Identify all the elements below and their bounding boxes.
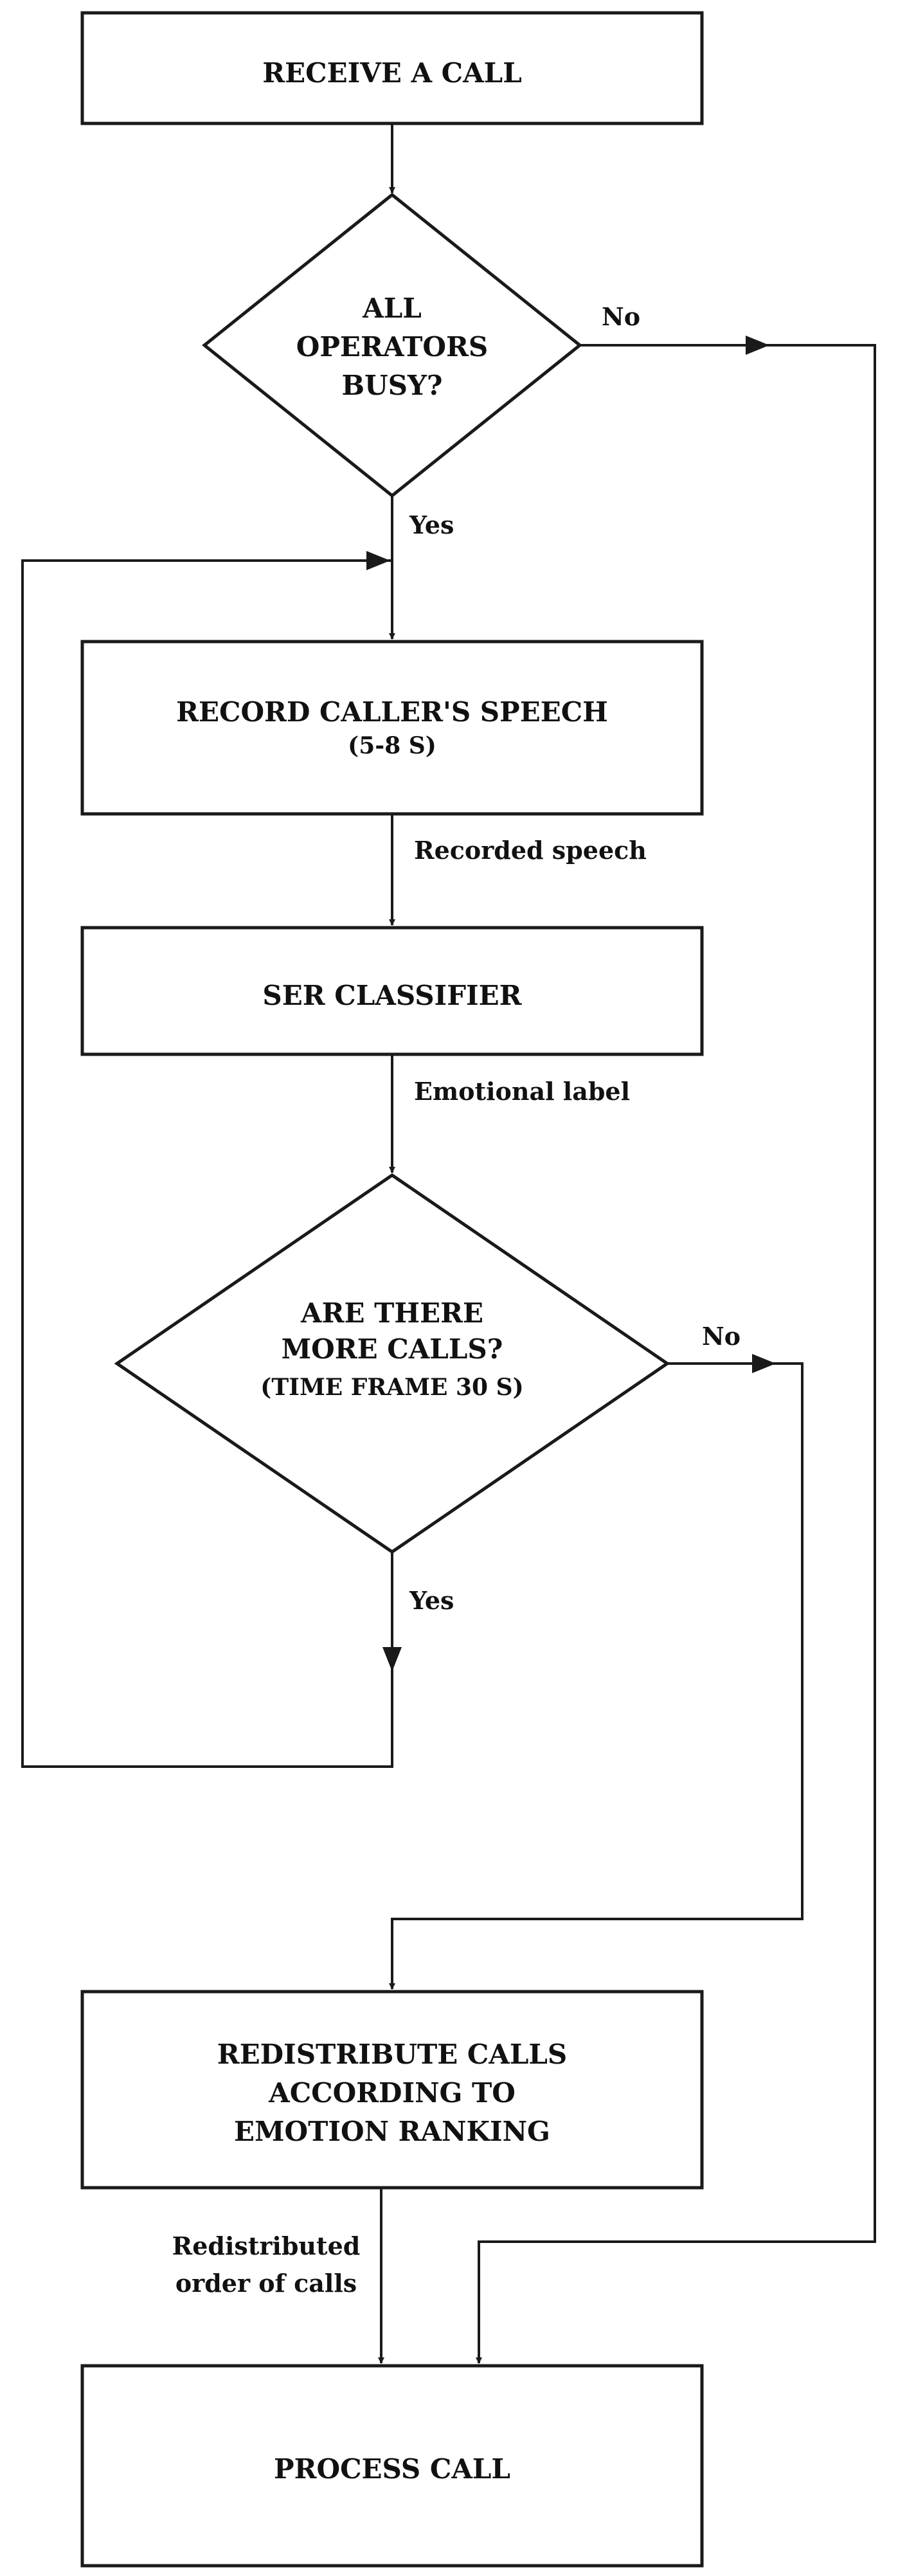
edge-loop-arrow-right — [366, 551, 390, 570]
node-record-speech-duration: (5-8 S) — [348, 732, 436, 759]
edge-label-more-yes: Yes — [409, 1586, 454, 1615]
node-redistribute-line1: REDISTRIBUTE CALLS — [217, 2039, 568, 2070]
edge-label-more-no: No — [702, 1322, 741, 1351]
node-redistribute-line2: ACCORDING TO — [268, 2077, 516, 2109]
decision-all-operators-busy-line2: OPERATORS — [296, 331, 488, 363]
decision-more-calls: ARE THERE MORE CALLS? (TIME FRAME 30 S) — [114, 1173, 670, 1554]
edge-label-redistributed-line2: order of calls — [175, 2269, 357, 2298]
edge-label-busy-no: No — [602, 302, 640, 331]
edge-more-yes-loop — [21, 559, 393, 1768]
node-record-speech: RECORD CALLER'S SPEECH (5-8 S) — [80, 640, 704, 816]
node-receive-call-label: RECEIVE A CALL — [262, 57, 522, 89]
node-process-call-label: PROCESS CALL — [274, 2453, 510, 2485]
node-process-call: PROCESS CALL — [80, 2364, 704, 2568]
node-record-speech-label: RECORD CALLER'S SPEECH — [176, 696, 608, 728]
edge-label-emotional-label: Emotional label — [414, 1077, 630, 1106]
edge-more-no-arrow-mid — [752, 1354, 776, 1373]
node-ser-classifier-label: SER CLASSIFIER — [262, 980, 522, 1011]
edge-label-redistributed-line1: Redistributed — [172, 2231, 361, 2260]
node-receive-call: RECEIVE A CALL — [80, 11, 704, 125]
node-ser-classifier: SER CLASSIFIER — [80, 926, 704, 1056]
decision-more-calls-line2: MORE CALLS? — [282, 1333, 503, 1365]
decision-all-operators-busy-line1: ALL — [362, 293, 422, 324]
edge-label-busy-yes: Yes — [409, 510, 454, 539]
edge-label-recorded-speech: Recorded speech — [414, 836, 647, 865]
decision-more-calls-timeframe: (TIME FRAME 30 S) — [260, 1374, 523, 1401]
edge-busy-no-arrow-mid-fix — [746, 336, 769, 355]
edge-more-yes-arrow-down — [382, 1647, 402, 1671]
decision-all-operators-busy-line3: BUSY? — [341, 370, 442, 401]
edge-busy-no-to-process — [476, 344, 876, 2364]
node-redistribute-line3: EMOTION RANKING — [234, 2116, 550, 2147]
decision-all-operators-busy: ALL OPERATORS BUSY? — [202, 192, 582, 498]
node-redistribute: REDISTRIBUTE CALLS ACCORDING TO EMOTION … — [80, 1990, 704, 2190]
decision-more-calls-line1: ARE THERE — [300, 1297, 483, 1329]
